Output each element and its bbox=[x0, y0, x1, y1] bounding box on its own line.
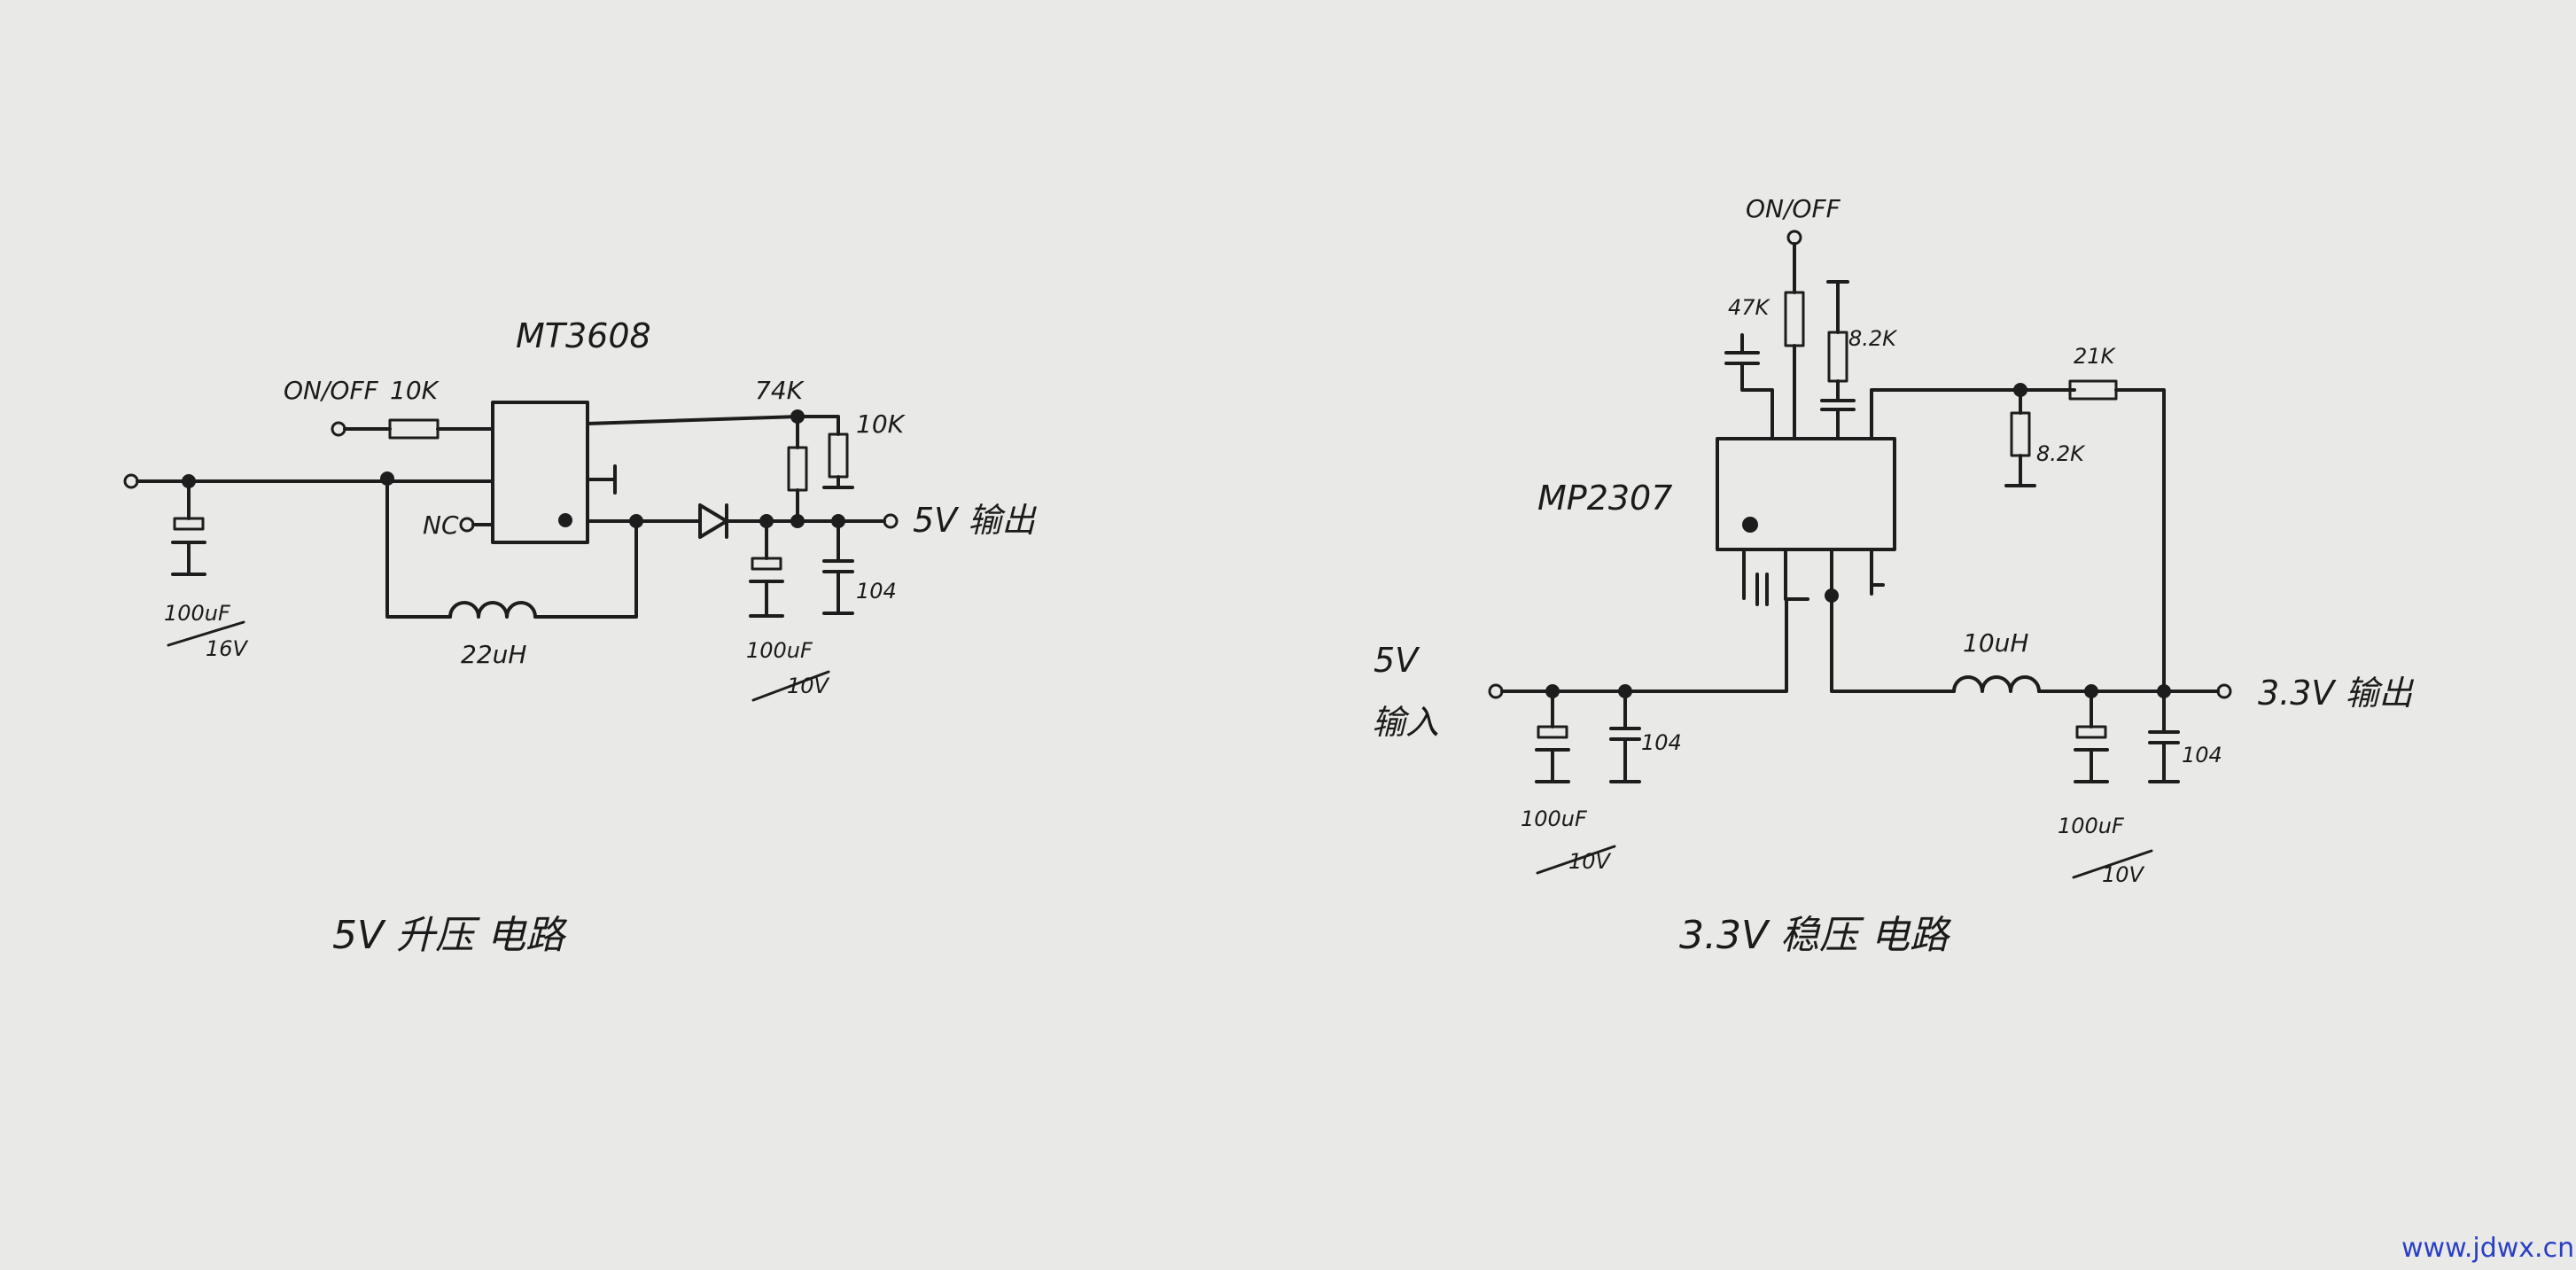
r-top-value: 74K bbox=[755, 376, 805, 405]
enable-resistor-value: 10K bbox=[390, 376, 440, 405]
comp-resistor bbox=[1827, 331, 1848, 383]
cap-in-voltage-right: 10V bbox=[1568, 849, 1612, 874]
junction-dot bbox=[790, 514, 805, 528]
cap-out-slash bbox=[751, 670, 830, 702]
r-en-value: 47K bbox=[1728, 295, 1771, 320]
inductor-left-wire bbox=[385, 477, 452, 619]
cap-in-value: 100uF bbox=[164, 601, 231, 626]
nc-label: NC bbox=[423, 510, 459, 540]
input-rail-right bbox=[1500, 597, 1788, 693]
r-top bbox=[787, 446, 808, 492]
output-small-capacitor bbox=[822, 519, 854, 615]
r-fb-ground bbox=[2004, 454, 2036, 487]
cap-in-small-value-right: 104 bbox=[1641, 730, 1682, 755]
cap-out-value-right: 100uF bbox=[2058, 814, 2125, 838]
output-small-capacitor-right bbox=[2148, 690, 2180, 783]
inductor-right bbox=[1952, 675, 2041, 693]
r-fb-bottom-value: 8.2K bbox=[2036, 441, 2086, 466]
feedback-wire-right bbox=[1870, 388, 2166, 693]
nc-terminal bbox=[459, 517, 475, 533]
cap-out-slash-right bbox=[2072, 849, 2153, 879]
r-fb-bottom bbox=[2010, 411, 2031, 457]
enable-terminal bbox=[331, 421, 346, 437]
enable-resistor bbox=[388, 418, 440, 440]
inductor bbox=[448, 601, 537, 619]
output-capacitor-right bbox=[2074, 690, 2109, 783]
buck-circuit: ON/OFF 47K 8.2K 21K 8.2K MP2307 5V 输入 bbox=[1372, 194, 2415, 958]
comp-capacitor bbox=[1820, 379, 1856, 440]
input-label-right: 输入 bbox=[1372, 703, 1439, 742]
input-capacitor-right bbox=[1535, 690, 1570, 783]
input-voltage-right: 5V bbox=[1374, 641, 1420, 680]
cap-in-value-right: 100uF bbox=[1521, 806, 1588, 831]
output-terminal-right bbox=[2216, 683, 2232, 699]
buck-chip bbox=[1716, 437, 1896, 551]
boost-chip bbox=[491, 401, 589, 544]
gnd-pin bbox=[586, 464, 617, 495]
r-fb-top bbox=[2068, 379, 2118, 401]
inductor-right-wire bbox=[533, 519, 638, 619]
inductor-value: 22uH bbox=[461, 640, 526, 669]
output-label-right: 3.3V 输出 bbox=[2258, 674, 2415, 713]
boost-caption: 5V 升压 电路 bbox=[332, 913, 568, 958]
pin1-dot-right bbox=[1742, 517, 1758, 533]
output-terminal bbox=[883, 513, 899, 529]
cap-small-value: 104 bbox=[856, 579, 897, 604]
switch-label-right: ON/OFF bbox=[1746, 194, 1841, 223]
input-terminal-right bbox=[1488, 683, 1504, 699]
boost-circuit: 100uF 16V ON/OFF 10K MT3608 NC 74K 10K bbox=[123, 316, 1037, 958]
inductor-value-right: 10uH bbox=[1963, 628, 2028, 658]
r-comp-value: 8.2K bbox=[1848, 326, 1898, 351]
output-capacitor bbox=[749, 519, 784, 618]
pin1-dot bbox=[558, 513, 572, 527]
watermark: www.jdwx.cn bbox=[2401, 1233, 2574, 1264]
ss-capacitor bbox=[1724, 333, 1774, 440]
cap-in-slash-right bbox=[1536, 845, 1616, 875]
buck-chip-label: MP2307 bbox=[1537, 479, 1672, 518]
feedback-wire bbox=[586, 415, 799, 425]
input-small-capacitor-right bbox=[1609, 690, 1641, 783]
fb-branch bbox=[796, 415, 840, 449]
diode bbox=[698, 503, 728, 539]
enable-resistor-right bbox=[1784, 291, 1805, 347]
r-bottom-value: 10K bbox=[856, 409, 907, 439]
switch-label: ON/OFF bbox=[284, 376, 379, 405]
cap-out-voltage-right: 10V bbox=[2102, 862, 2145, 887]
r-bottom-ground bbox=[822, 475, 854, 489]
buck-caption: 3.3V 稳压 电路 bbox=[1679, 913, 1952, 958]
input-terminal bbox=[123, 473, 139, 489]
cap-out-value: 100uF bbox=[746, 638, 813, 663]
cap-in-voltage: 16V bbox=[206, 636, 249, 661]
cap-out-voltage: 10V bbox=[787, 674, 830, 698]
input-capacitor bbox=[171, 479, 206, 576]
cap-out-small-value-right: 104 bbox=[2182, 743, 2222, 767]
output-label: 5V 输出 bbox=[913, 501, 1037, 540]
buck-chip-pins bbox=[1742, 548, 1885, 606]
sw-wire-right bbox=[1830, 594, 1956, 693]
r-fb-top-value: 21K bbox=[2074, 344, 2117, 369]
comp-top bbox=[1826, 280, 1849, 334]
cap-in-slash bbox=[167, 620, 245, 647]
enable-terminal-right bbox=[1786, 230, 1802, 245]
r-bottom bbox=[828, 432, 849, 479]
boost-chip-label: MT3608 bbox=[516, 316, 651, 355]
